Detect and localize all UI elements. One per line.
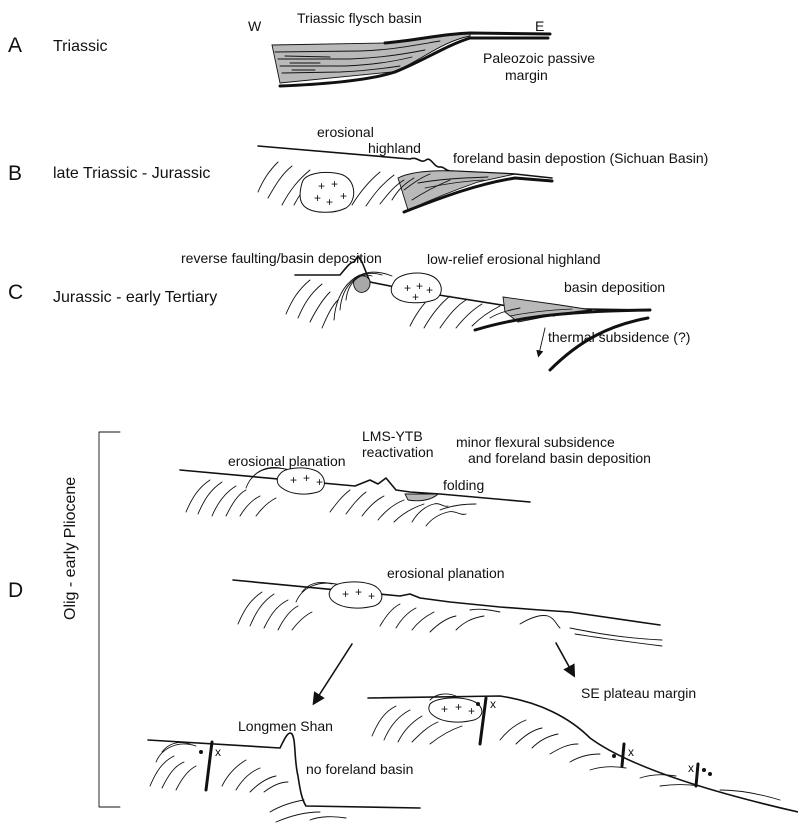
d2-surface	[232, 579, 661, 626]
panel-b: B late Triassic - Jurassic erosional hig…	[8, 124, 708, 214]
panel-c: C Jurassic - early Tertiary reverse faul…	[8, 250, 690, 372]
pluton-b	[299, 171, 355, 213]
subsidence-arrow	[536, 327, 546, 358]
passive-margin-top	[383, 31, 552, 45]
svg-text:+: +	[316, 475, 323, 489]
passive-margin-label-1: Paleozoic passive	[483, 50, 595, 66]
svg-text:+: +	[355, 585, 362, 599]
lms-ytb-label-2: reactivation	[362, 444, 434, 460]
svg-text:+: +	[331, 177, 338, 191]
panel-c-basin-fill	[502, 296, 593, 323]
svg-text:+: +	[416, 279, 423, 293]
panel-a-period: Triassic	[53, 38, 108, 55]
arrow-to-longmen	[312, 643, 353, 706]
pluton-d3-se	[428, 697, 483, 723]
east-label: E	[535, 18, 544, 34]
svg-text:+: +	[340, 189, 347, 203]
erosional-highland-label-1: erosional	[317, 124, 374, 140]
flysch-basin-label: Triassic flysch basin	[297, 10, 422, 26]
panel-a-letter: A	[8, 34, 22, 57]
panel-d-letter: D	[8, 579, 23, 602]
flexural-label-1: minor flexural subsidence	[456, 434, 615, 450]
arrow-to-se-margin	[555, 642, 576, 678]
panel-b-period: late Triassic - Jurassic	[53, 165, 210, 182]
se-fault-1	[478, 696, 488, 746]
svg-text:+: +	[404, 281, 411, 295]
panel-a: A Triassic W E Triassic flysch basin Pal…	[8, 10, 595, 88]
se-margin-label: SE plateau margin	[581, 685, 696, 701]
passive-margin-label-2: margin	[505, 67, 548, 83]
svg-text:+: +	[290, 473, 297, 487]
fault-mark-se-1: x	[490, 697, 496, 711]
flexural-label-2: and foreland basin deposition	[468, 450, 651, 466]
d1-basin-fill	[404, 493, 440, 502]
svg-text:+: +	[314, 191, 321, 205]
west-label: W	[248, 18, 262, 34]
svg-text:+: +	[342, 587, 349, 601]
flysch-strata	[274, 40, 441, 53]
fault-mark-se-2: x	[628, 745, 634, 759]
panel-d: D Olig - early Pliocene erosional planat…	[8, 428, 798, 823]
panel-b-letter: B	[8, 162, 22, 185]
svg-text:+: +	[412, 290, 419, 304]
low-relief-label: low-relief erosional highland	[427, 251, 601, 267]
d3-se-surface	[367, 695, 798, 813]
d3-longmen-surface	[147, 732, 421, 809]
basin-deposition-label: basin deposition	[564, 279, 665, 295]
se-fault-2	[620, 742, 626, 768]
panel-c-detachment	[473, 308, 652, 332]
sichuan-basin-fill	[397, 170, 516, 211]
pluton-d2	[328, 581, 383, 609]
folding-label: folding	[443, 477, 484, 493]
reverse-faulting-label: reverse faulting/basin deposition	[181, 250, 382, 266]
lms-ytb-label-1: LMS-YTB	[362, 428, 423, 444]
svg-text:+: +	[326, 195, 333, 209]
panel-c-period: Jurassic - early Tertiary	[53, 289, 217, 306]
no-foreland-label: no foreland basin	[306, 761, 413, 777]
foreland-deposition-label: foreland basin depostion (Sichuan Basin)	[453, 150, 708, 166]
svg-text:+: +	[426, 283, 433, 297]
panel-b-surface	[257, 145, 553, 179]
panel-c-basement	[548, 316, 650, 372]
fault-mark-longmen: x	[215, 745, 221, 759]
panel-c-letter: C	[8, 281, 23, 304]
pluton-d1	[276, 467, 325, 495]
d1-surface	[179, 469, 531, 503]
svg-text:+: +	[441, 702, 448, 716]
time-bracket	[98, 431, 121, 808]
svg-text:+: +	[303, 471, 310, 485]
svg-text:+: +	[318, 179, 325, 193]
svg-text:+: +	[468, 704, 475, 718]
svg-text:+: +	[368, 589, 375, 603]
panel-c-surface	[294, 255, 651, 311]
pluton-c	[390, 272, 442, 304]
passive-margin-base	[278, 36, 550, 88]
planation-label-2: erosional planation	[387, 565, 505, 581]
se-fault-3	[694, 762, 700, 788]
panel-d-period: Olig - early Pliocene	[62, 477, 79, 620]
fault-mark-se-3: x	[688, 761, 694, 775]
panel-b-detachment	[402, 176, 554, 214]
svg-text:+: +	[455, 700, 462, 714]
erosional-highland-label-2: highland	[368, 140, 421, 156]
longmen-shan-label: Longmen Shan	[238, 718, 333, 734]
longmen-fault	[204, 740, 214, 792]
planation-label-1: erosional planation	[228, 453, 346, 469]
thermal-subsidence-label: thermal subsidence (?)	[548, 329, 690, 345]
